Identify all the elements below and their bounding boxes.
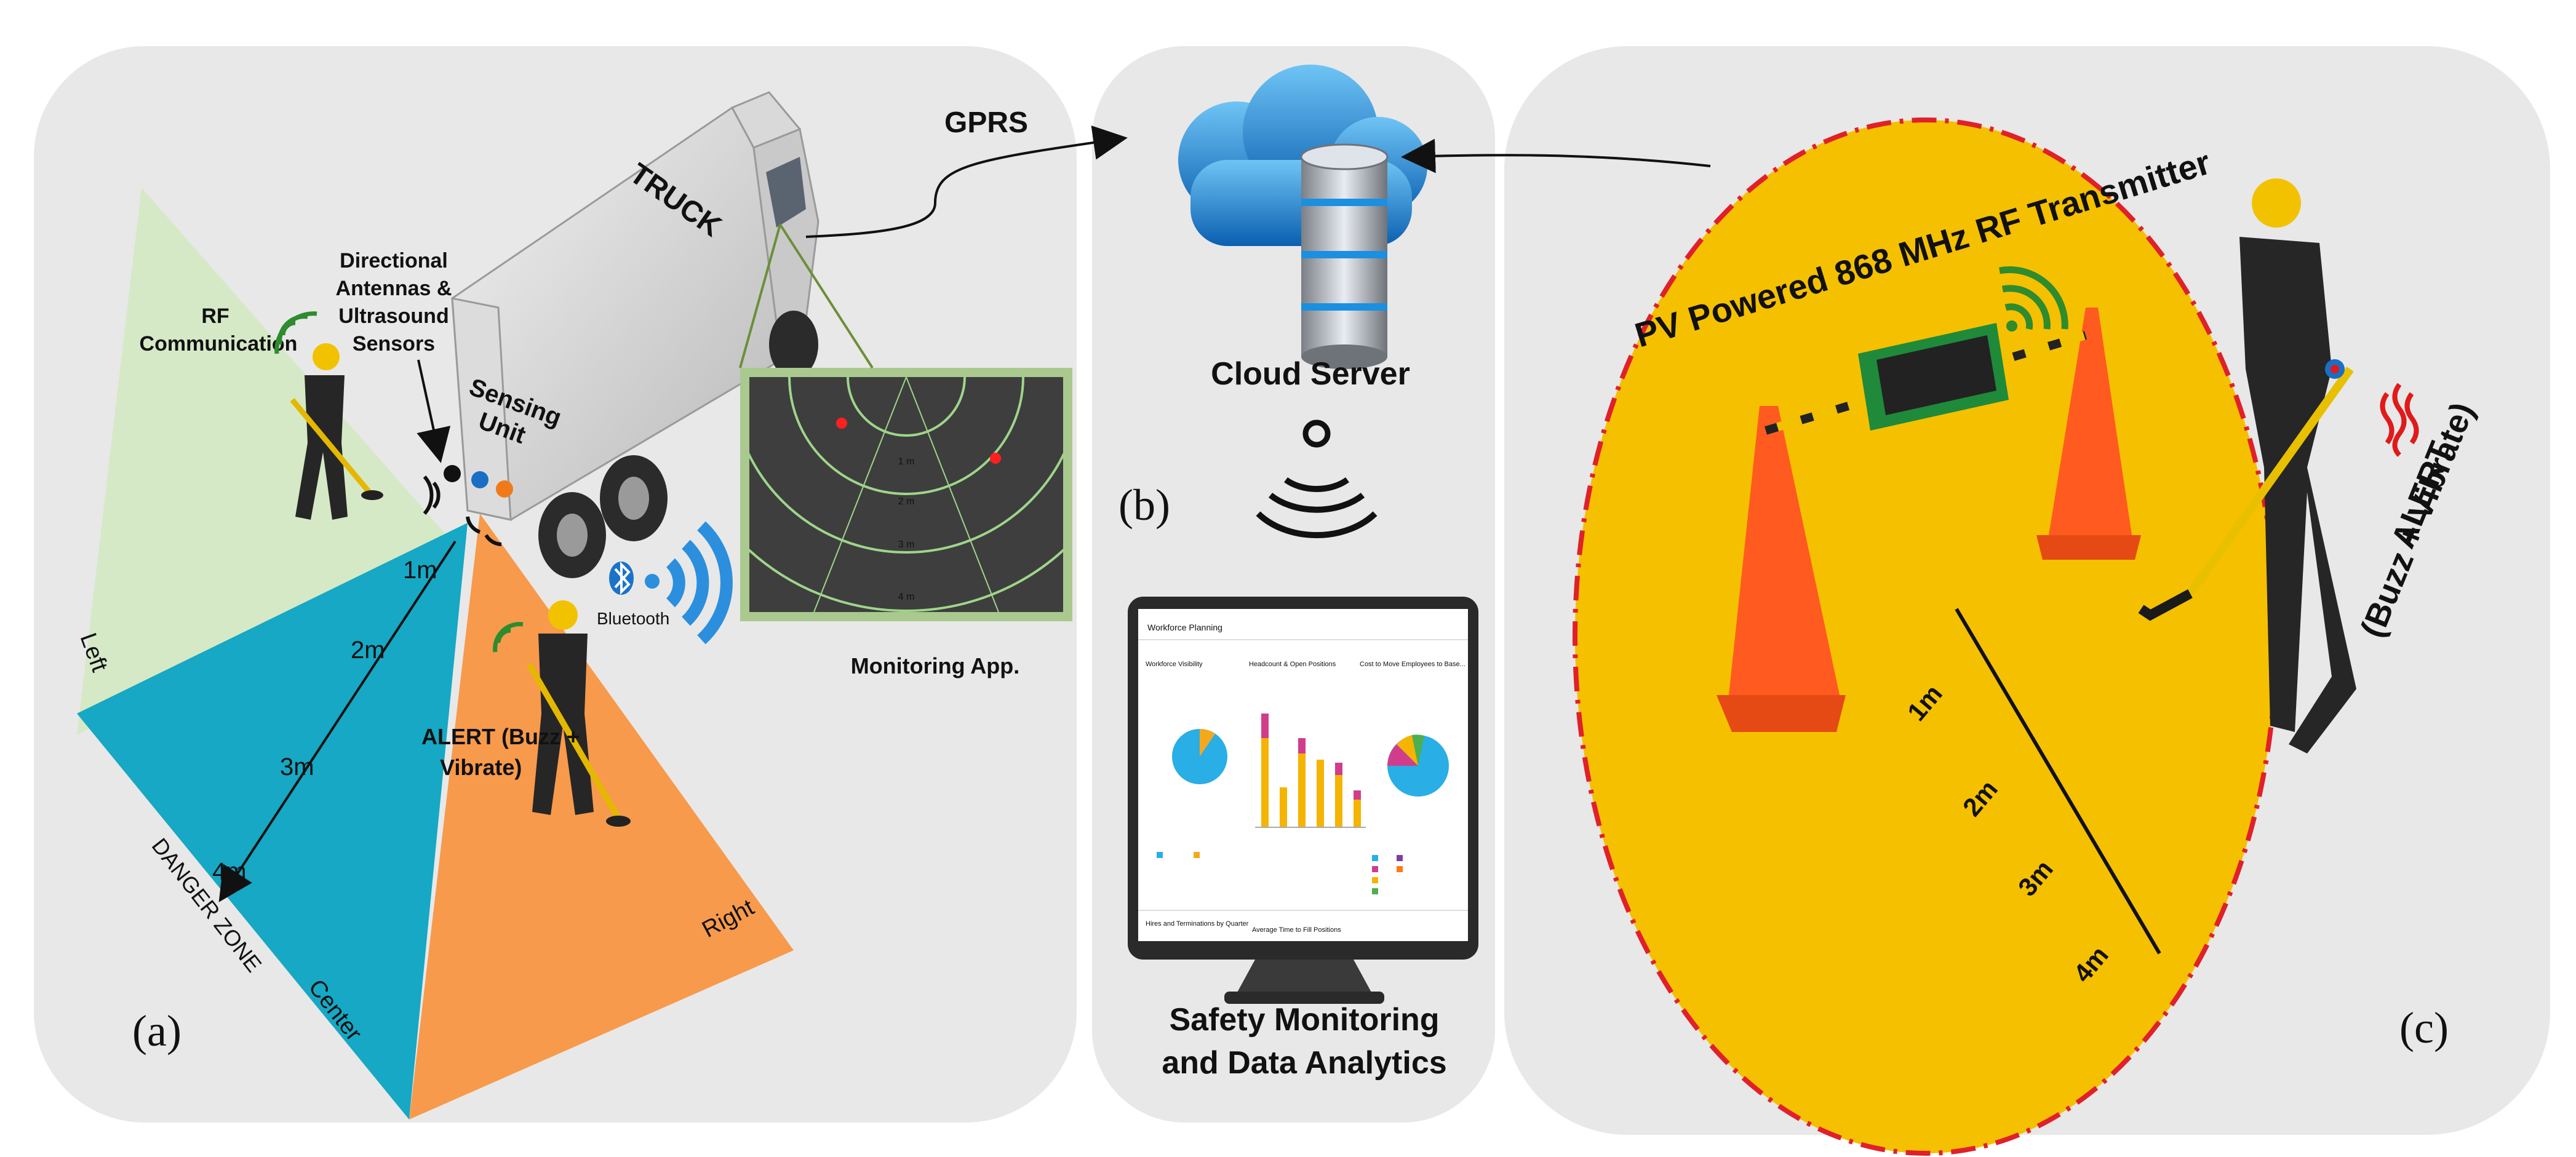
screen-callout-2 (779, 223, 874, 369)
wifi-icon (274, 311, 317, 354)
dashboard-title: Workforce Planning (1147, 622, 1222, 632)
monitor-caption-2: and Data Analytics (1162, 1045, 1446, 1081)
monitoring-app-label: Monitoring App. (851, 653, 1020, 678)
widget-title-2: Headcount & Open Positions (1249, 661, 1336, 668)
worker-blip-right (990, 453, 1001, 464)
bluetooth-label: Bluetooth (597, 609, 669, 628)
monitor-caption-1: Safety Monitoring (1169, 1002, 1439, 1038)
distance-label-2m: 2m (351, 637, 385, 664)
rf-comm-label-2: Communication (140, 332, 298, 356)
cloud-server-label: Cloud Server (1211, 356, 1410, 392)
distance-label-1m: 1m (403, 557, 437, 584)
wireless-signal-icon (1256, 419, 1378, 538)
antenna-label-4: Sensors (353, 332, 435, 356)
left-zone (77, 188, 449, 735)
ring-label-4: 4 m (898, 592, 915, 602)
sensor-node-right (496, 480, 513, 498)
alert-label-2: Vibrate) (440, 755, 522, 780)
widget-title-1: Workforce Visibility (1146, 661, 1203, 668)
screen-callout (739, 224, 781, 368)
safety-zone (1573, 117, 2279, 1156)
truck (451, 91, 819, 578)
server-link (1401, 138, 1711, 173)
bluetooth-signal-icon (645, 521, 733, 645)
right-zone (409, 514, 794, 1119)
panel-c-label: (c) (2399, 1003, 2449, 1052)
wifi-icon-worker (493, 622, 524, 653)
worker-blip-left (836, 418, 847, 429)
traffic-cone-right (2036, 308, 2141, 560)
bluetooth-icon (609, 562, 634, 595)
ring-label-2: 2 m (898, 496, 915, 507)
distance-label-3m: 3m (280, 753, 314, 781)
headcount-bars (1255, 714, 1366, 828)
worker-left (290, 343, 383, 520)
distance-axis (218, 540, 457, 902)
widget-title-4: Hires and Terminations by Quarter (1146, 920, 1249, 928)
worker-right (526, 600, 631, 827)
gprs-label: GPRS (944, 106, 1028, 139)
worker-c (2138, 178, 2356, 753)
antenna-label-2: Antennas & (336, 277, 452, 300)
widget-title-5: Average Time to Fill Positions (1252, 926, 1341, 934)
legend-swatches (1157, 852, 1403, 894)
monitoring-app-screen: 1 m 2 m 3 m 4 m (740, 368, 1072, 621)
alert-label-1: ALERT (Buzz + (421, 724, 580, 749)
analytics-monitor: Workforce Planning Workforce Visibility … (1128, 597, 1478, 1004)
traffic-cone-left (1717, 406, 1846, 732)
sensor-node-left (444, 465, 461, 482)
antenna-label-1: Directional (340, 249, 448, 272)
panel-a-label: (a) (132, 1006, 181, 1056)
antenna-pointer (417, 359, 451, 463)
distance-axis-c (1955, 608, 2161, 955)
rf-comm-label-1: RF (201, 304, 229, 328)
distance-label-4m: 4m (212, 858, 247, 885)
gprs-link (805, 125, 1128, 238)
widget-title-3: Cost to Move Employees to Base... (1360, 661, 1465, 668)
panel-b-label: (b) (1119, 480, 1170, 530)
wifi-icon-transmitter (1999, 266, 2068, 332)
antenna-label-3: Ultrasound (338, 304, 449, 328)
sensor-waves (423, 475, 502, 546)
cloud-server-icon (1178, 65, 1427, 369)
alert-vibration-icon (2380, 383, 2419, 457)
ring-label-3: 3 m (898, 539, 915, 550)
transmitter-device (1858, 323, 2009, 431)
ring-label-1: 1 m (898, 456, 915, 467)
sensor-node-center (471, 471, 488, 488)
